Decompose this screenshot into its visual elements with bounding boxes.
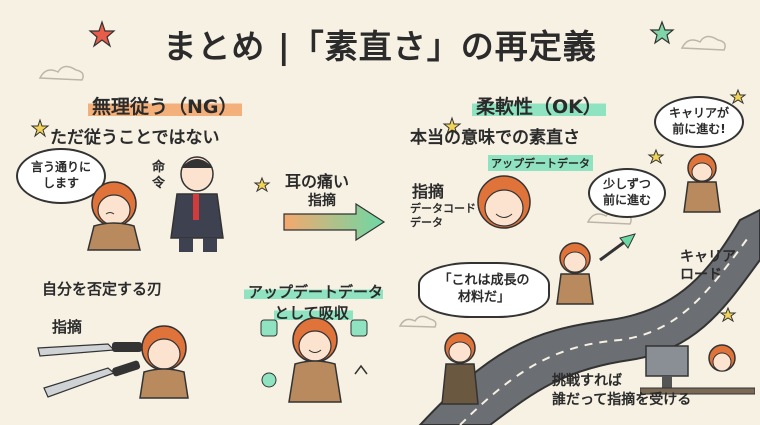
page-title: まとめ |「素直さ」の再定義	[163, 27, 597, 66]
star-icon	[88, 20, 116, 48]
ok-header: 柔軟性（OK）	[472, 92, 606, 119]
kneeling-woman-illustration	[87, 181, 141, 251]
climbing-woman-illustration	[556, 242, 594, 305]
career-road-illustration	[418, 208, 760, 425]
star-icon	[649, 20, 675, 45]
ng-header-text: 無理従う（NG）	[88, 96, 242, 118]
cloud-icon	[38, 35, 726, 328]
datacode-label: データコード データ	[410, 202, 476, 229]
challenge-label: 挑戦すれば 誰だって指摘を受ける	[552, 373, 692, 408]
knife-label: 指摘	[52, 318, 83, 336]
career-forward-bubble: キャリアが 前に進む!	[654, 96, 744, 148]
arrow-sub-label: 指摘	[308, 193, 336, 209]
happy-woman-illustration	[260, 317, 368, 403]
update-label: アップデートデータ	[488, 155, 593, 171]
arrow-top-label: 耳の痛い	[285, 172, 350, 191]
ok-subheader: 本当の意味での素直さ	[410, 128, 580, 148]
growth-bubble: 「これは成長の 材料だ」	[418, 262, 550, 318]
step-bubble: 少しずつ 前に進む	[588, 168, 666, 218]
ok-header-text: 柔軟性（OK）	[472, 96, 606, 118]
crying-woman-illustration	[139, 325, 189, 399]
speech-bubble-obey: 言う通りに します	[16, 148, 106, 204]
desk-woman-illustration	[640, 344, 755, 395]
career-road-label: キャリア ロード	[680, 249, 736, 284]
smiling-woman-face-illustration	[477, 175, 531, 229]
thinking-woman-illustration	[441, 332, 479, 405]
self-deny-label: 自分を否定する刃	[42, 280, 163, 298]
indicate-label: 指摘	[412, 182, 445, 201]
boss-illustration	[170, 156, 224, 252]
ng-header: 無理従う（NG）	[88, 92, 242, 119]
star-icon	[30, 88, 747, 323]
command-label: 命 令	[152, 160, 166, 192]
ng-subheader: ただ従うことではない	[50, 128, 220, 148]
top-woman-illustration	[683, 153, 721, 213]
right-arrow-icon	[283, 202, 386, 242]
knife-icon	[37, 342, 142, 398]
absorb-label: アップデートデータ として吸収	[244, 262, 384, 323]
